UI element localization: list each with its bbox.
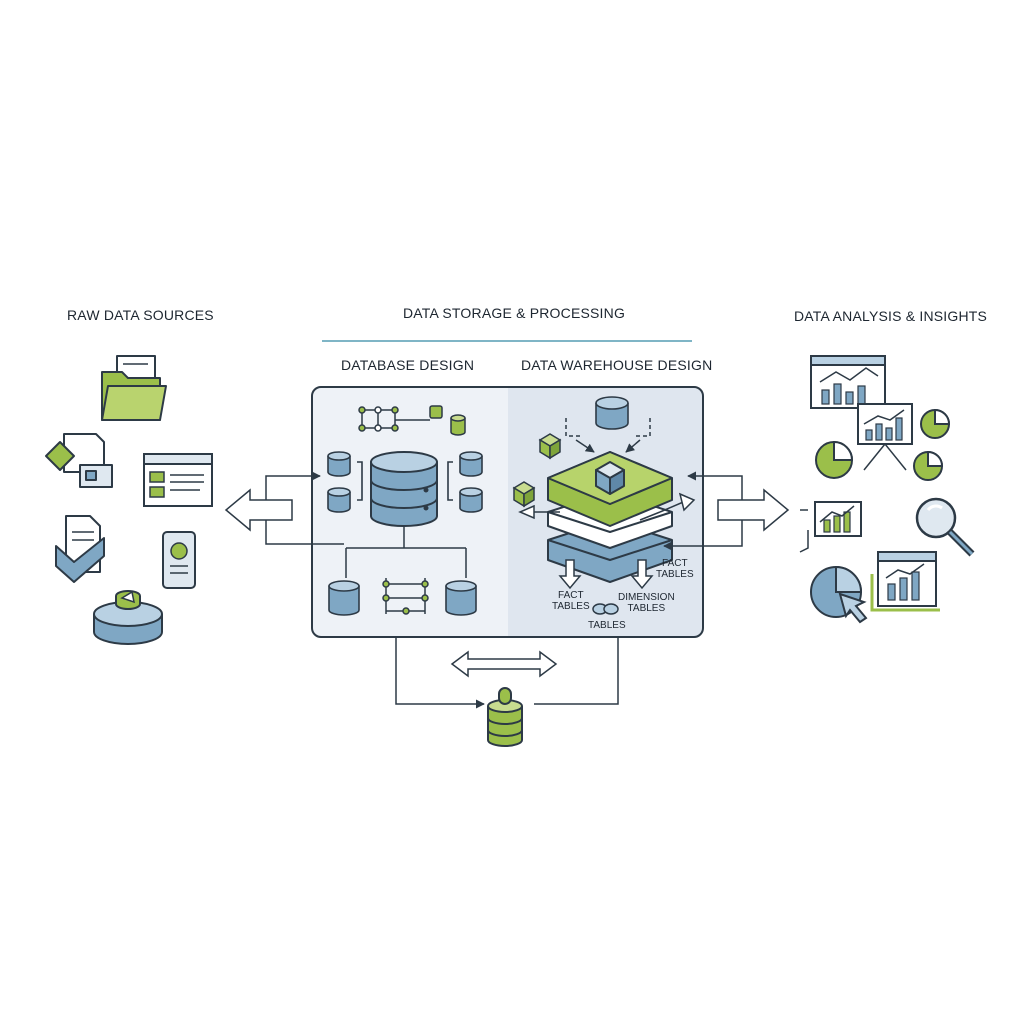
bottom-flow-connector bbox=[395, 637, 619, 709]
bidirectional-arrow bbox=[450, 650, 558, 678]
dimension-tables-line2: TABLES bbox=[627, 603, 666, 614]
fact-tables-left-line2: TABLES bbox=[552, 601, 590, 612]
fact-tables-label-left: FACT TABLES bbox=[552, 590, 590, 612]
data-warehouse-design-heading: DATA WAREHOUSE DESIGN bbox=[521, 357, 713, 373]
document-card-icon bbox=[45, 433, 113, 488]
disk-storage-icon bbox=[93, 590, 163, 645]
fact-tables-right-line2: TABLES bbox=[656, 569, 694, 580]
mobile-phone-icon bbox=[162, 531, 196, 589]
link-icon bbox=[592, 603, 619, 615]
magnifier-icon bbox=[915, 497, 975, 557]
file-download-icon bbox=[55, 515, 105, 583]
fact-tables-label-right: FACT TABLES bbox=[656, 558, 694, 580]
warehouse-down-arrows bbox=[558, 559, 654, 590]
main-database-icon bbox=[370, 451, 438, 527]
data-analysis-insights-heading: DATA ANALYSIS & INSIGHTS bbox=[794, 308, 988, 324]
pie-chart-icons bbox=[815, 408, 951, 481]
bottom-database-green-icon bbox=[487, 687, 523, 747]
warehouse-dashed-arrows bbox=[565, 418, 651, 453]
warehouse-source-database bbox=[595, 396, 629, 430]
fact-tables-left-line1: FACT bbox=[558, 590, 584, 601]
raw-data-sources-heading: RAW DATA SOURCES bbox=[67, 307, 214, 323]
database-design-heading: DATABASE DESIGN bbox=[341, 357, 475, 373]
fact-tables-right-line1: FACT bbox=[662, 558, 688, 569]
warehouse-side-arrows bbox=[518, 492, 696, 521]
warehouse-cube-icon bbox=[512, 433, 562, 508]
pie-cursor-icon bbox=[810, 565, 868, 624]
dimension-tables-line1: DIMENSION bbox=[618, 592, 675, 603]
schema-ladder-icon bbox=[382, 578, 429, 615]
small-database-icons bbox=[327, 451, 483, 513]
browser-window-icon bbox=[143, 453, 213, 507]
dashboard-line-chart-icon bbox=[810, 355, 886, 409]
dimension-tables-label: DIMENSION TABLES bbox=[618, 592, 675, 614]
database-tree-connector bbox=[345, 527, 467, 578]
right-hollow-arrow bbox=[717, 488, 790, 532]
left-hollow-arrow bbox=[224, 488, 293, 532]
data-storage-processing-heading: DATA STORAGE & PROCESSING bbox=[403, 305, 626, 321]
schema-diagram-top bbox=[358, 405, 466, 436]
bar-chart-easel-icon bbox=[857, 403, 913, 471]
bottom-database-icons bbox=[328, 580, 477, 616]
report-chart-icon bbox=[870, 551, 940, 612]
tables-label: TABLES bbox=[588, 620, 626, 631]
folder-icon bbox=[101, 355, 167, 421]
trend-chart-icon bbox=[799, 501, 862, 553]
